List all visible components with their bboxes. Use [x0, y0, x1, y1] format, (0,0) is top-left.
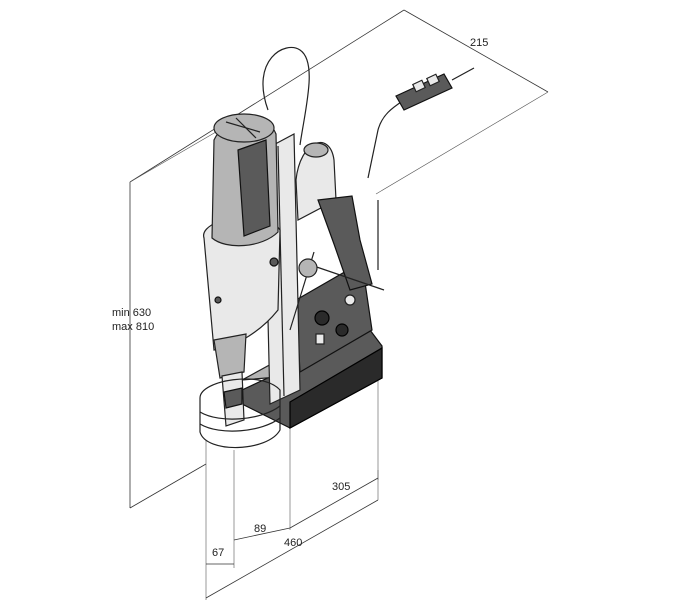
offset-small-label: 67 — [212, 547, 224, 559]
power-plug — [395, 67, 475, 111]
height-max-label: max 810 — [112, 321, 154, 333]
depth-dimension-label: 215 — [470, 37, 488, 49]
base-length-label: 305 — [332, 481, 350, 493]
drill-motor — [203, 113, 281, 351]
feed-lever — [289, 251, 385, 331]
chip-guard — [199, 378, 281, 449]
spindle-cutter — [213, 333, 247, 427]
overall-length-label: 460 — [284, 537, 302, 549]
magnetic-drill-illustration — [199, 46, 475, 449]
dimension-lines — [129, 9, 549, 600]
offset-mid-label: 89 — [254, 523, 266, 535]
dimension-labels: 215 min 630 max 810 305 89 67 460 — [112, 37, 488, 559]
height-min-label: min 630 — [112, 307, 151, 319]
top-gear-unit — [295, 142, 373, 291]
